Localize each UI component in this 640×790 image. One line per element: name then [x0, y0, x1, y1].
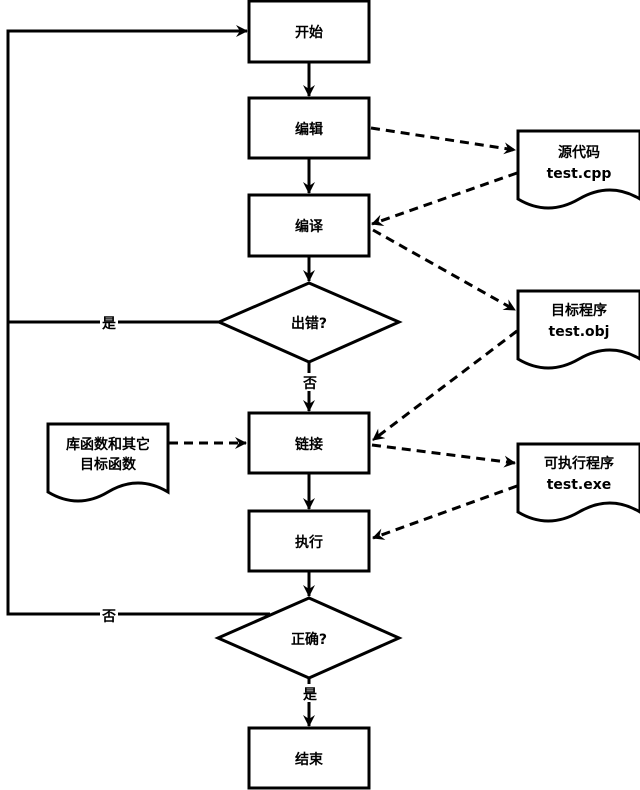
doc-source-filename: test.cpp	[547, 166, 612, 182]
doc-library[interactable]: 库函数和其它 目标函数	[46, 422, 170, 503]
loop-back-line	[6, 25, 248, 324]
node-link[interactable]: 链接	[247, 411, 371, 475]
doc-object-filename: test.obj	[549, 324, 610, 340]
edge-label-error-yes: 是	[102, 316, 117, 332]
doc-executable[interactable]: 可执行程序 test.exe	[516, 442, 640, 523]
node-link-label: 链接	[295, 436, 323, 453]
node-end-label: 结束	[295, 751, 324, 768]
doc-source-title: 源代码	[558, 144, 600, 161]
node-edit-label: 编辑	[295, 121, 323, 138]
doc-library-title: 库函数和其它	[66, 436, 150, 453]
doc-library-subtitle: 目标函数	[80, 456, 137, 473]
decision-correct-label: 正确?	[291, 631, 327, 648]
flow-link-executable	[371, 443, 516, 468]
decision-error-label: 出错?	[291, 315, 327, 332]
decision-error[interactable]: 出错?	[215, 281, 403, 364]
node-compile-label: 编译	[295, 218, 324, 235]
flow-source-compile	[371, 171, 518, 227]
flow-object-link	[372, 329, 518, 442]
node-end[interactable]: 结束	[247, 726, 371, 790]
flow-edit-source	[370, 126, 516, 155]
flow-compile-object	[372, 228, 516, 312]
edge-label-correct-no: 否	[101, 609, 116, 625]
doc-source[interactable]: 源代码 test.cpp	[516, 129, 640, 210]
edge-label-correct-yes: 是	[303, 687, 318, 703]
loop-incorrect-line	[6, 322, 270, 616]
edge-label-error-no: 否	[302, 376, 317, 392]
doc-object[interactable]: 目标程序 test.obj	[516, 289, 640, 370]
flow-executable-run	[372, 484, 518, 540]
node-run[interactable]: 执行	[247, 509, 371, 573]
node-run-label: 执行	[295, 534, 323, 551]
node-start-label: 开始	[295, 24, 323, 41]
decision-correct[interactable]: 正确?	[214, 596, 403, 680]
node-compile[interactable]: 编译	[247, 193, 371, 258]
doc-executable-filename: test.exe	[547, 477, 612, 493]
node-start[interactable]: 开始	[247, 0, 371, 64]
doc-object-title: 目标程序	[551, 302, 607, 319]
node-edit[interactable]: 编辑	[247, 96, 371, 160]
doc-executable-title: 可执行程序	[544, 455, 614, 472]
